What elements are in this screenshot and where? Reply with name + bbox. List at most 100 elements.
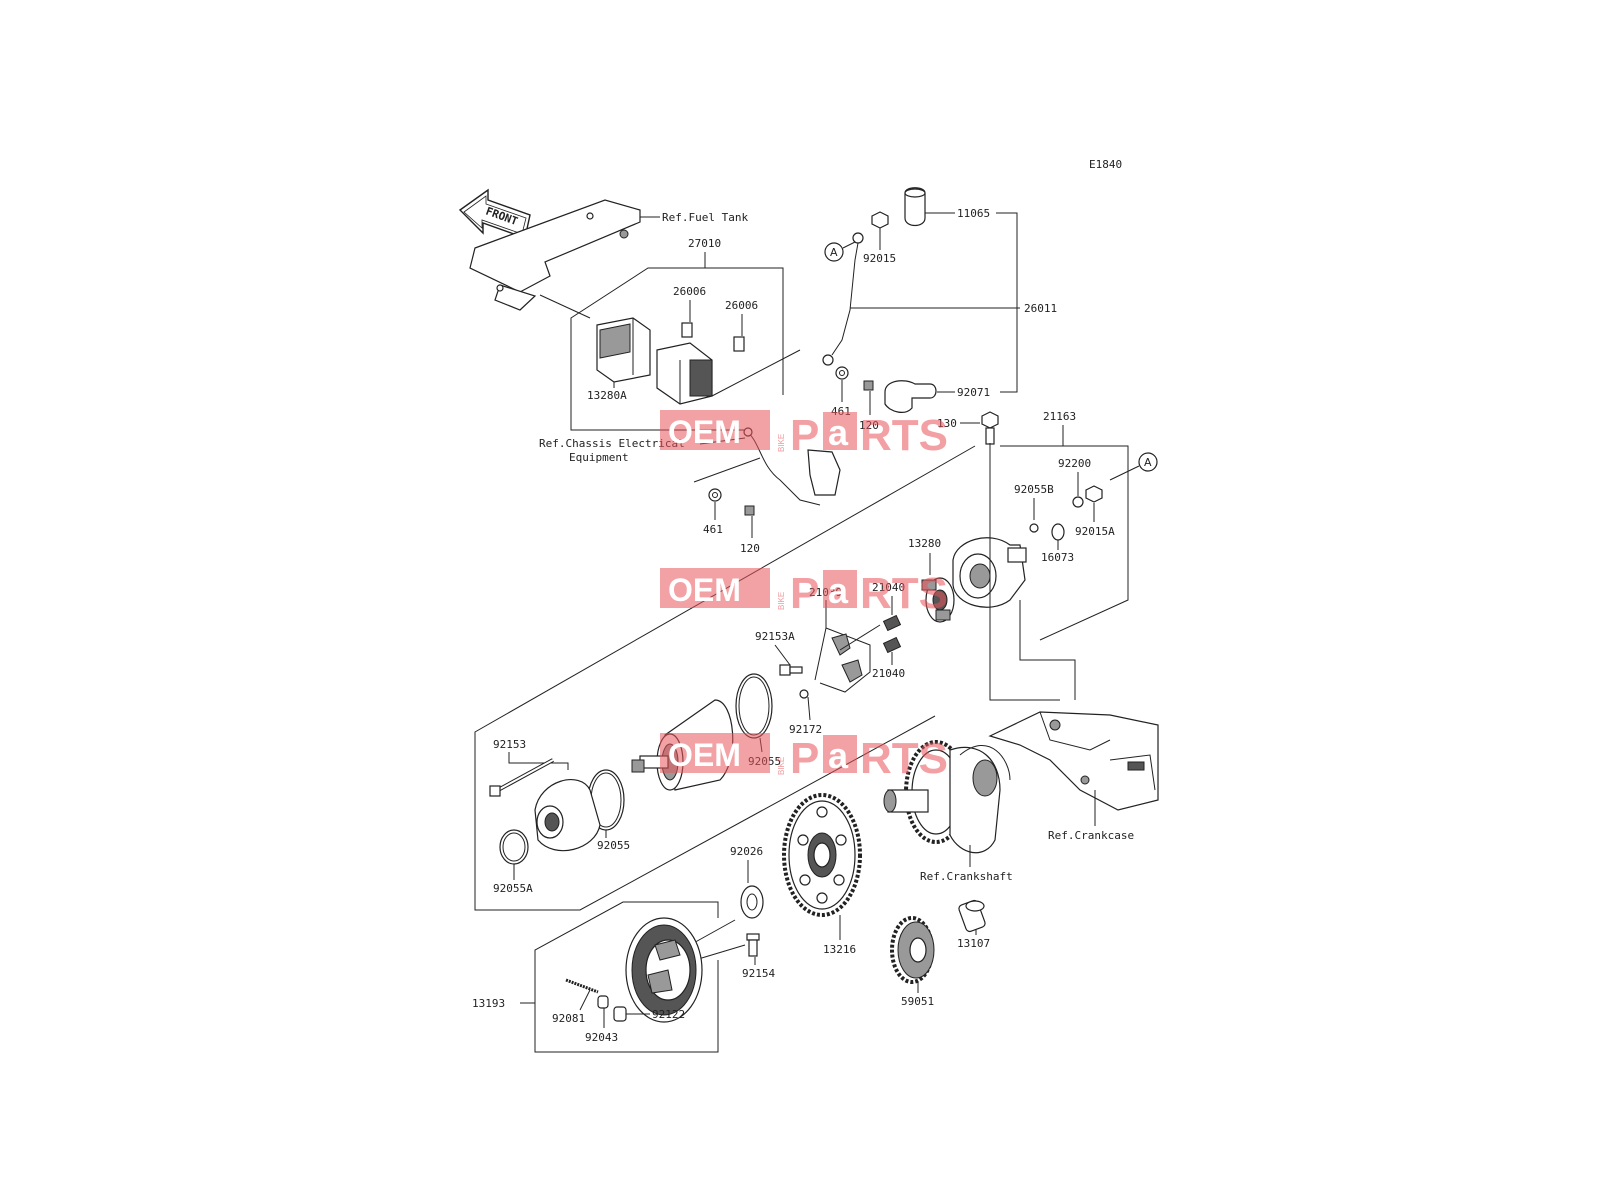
ref-chassis-line1: Ref.Chassis Electrical — [539, 437, 685, 450]
seal-16073 — [1051, 523, 1065, 541]
svg-text:RTS: RTS — [860, 411, 948, 460]
callout-a-right — [1138, 452, 1158, 472]
nut-92015a — [1085, 485, 1103, 503]
watermark-2: OEM BIKE P a RTS — [660, 568, 948, 618]
terminal-boot-11065 — [904, 187, 926, 227]
long-bolt-92153 — [489, 758, 554, 797]
sleeve-13107 — [958, 899, 986, 933]
ref-fuel-tank: Ref.Fuel Tank — [662, 211, 748, 224]
pin-92043 — [597, 995, 609, 1009]
label-130: 130 — [937, 417, 957, 430]
nut-461-a — [835, 366, 849, 380]
label-13193: 13193 — [472, 997, 505, 1010]
callout-a-top — [824, 242, 844, 262]
fuel-tank-bracket — [469, 199, 641, 311]
svg-text:a: a — [828, 735, 849, 776]
label-92081: 92081 — [552, 1012, 585, 1025]
label-21040-a: 21040 — [872, 581, 905, 594]
crankcase — [988, 711, 1159, 811]
terminal-boot-92071 — [884, 380, 937, 413]
label-21040-b: 21040 — [872, 667, 905, 680]
svg-text:OEM: OEM — [668, 737, 741, 773]
fuse-26006-b — [733, 336, 745, 352]
label-92055B: 92055B — [1014, 483, 1054, 496]
label-120-a: 120 — [859, 419, 879, 432]
nut-461-b — [708, 488, 722, 502]
starter-front-cover — [534, 779, 601, 852]
screw-92153a — [779, 664, 803, 676]
screw-92172 — [799, 689, 809, 699]
label-92071: 92071 — [957, 386, 990, 399]
svg-text:BIKE: BIKE — [777, 592, 786, 610]
label-92026: 92026 — [730, 845, 763, 858]
bolt-92154 — [746, 933, 760, 957]
starter-relay-13280a — [596, 317, 651, 383]
label-59051: 59051 — [901, 995, 934, 1008]
one-way-clutch-13193 — [625, 917, 703, 1023]
svg-text:P: P — [790, 411, 819, 460]
label-92200: 92200 — [1058, 457, 1091, 470]
ref-crankcase: Ref.Crankcase — [1048, 829, 1134, 842]
label-92055-b: 92055 — [597, 839, 630, 852]
watermark-3: OEM BIKE P a RTS — [660, 733, 948, 783]
svg-text:RTS: RTS — [860, 734, 948, 783]
cap-92122 — [613, 1006, 627, 1022]
bolt-120-a — [863, 380, 874, 391]
fuse-26006-a — [681, 322, 693, 338]
o-ring-92055b — [1029, 523, 1039, 533]
label-92015: 92015 — [863, 252, 896, 265]
label-21163: 21163 — [1043, 410, 1076, 423]
label-26006-b: 26006 — [725, 299, 758, 312]
label-11065: 11065 — [957, 207, 990, 220]
label-461-b: 461 — [703, 523, 723, 536]
label-27010: 27010 — [688, 237, 721, 250]
label-92122: 92122 — [652, 1008, 685, 1021]
brush-holder-13280 — [921, 577, 955, 623]
nut-92015 — [871, 211, 889, 229]
spring-21040-b — [882, 636, 902, 654]
svg-text:P: P — [790, 734, 819, 783]
label-92055A: 92055A — [493, 882, 533, 895]
svg-text:P: P — [790, 569, 819, 618]
idle-gear-59051 — [890, 916, 935, 984]
label-92015A: 92015A — [1075, 525, 1115, 538]
label-92154: 92154 — [742, 967, 775, 980]
label-26006-a: 26006 — [673, 285, 706, 298]
label-120-b: 120 — [740, 542, 760, 555]
label-26011: 26011 — [1024, 302, 1057, 315]
bolt-130 — [981, 411, 999, 445]
crankshaft — [883, 740, 1011, 854]
diagram-code: E1840 — [1089, 158, 1122, 171]
starter-relay-unit — [656, 342, 713, 405]
o-ring-92055a — [499, 829, 529, 865]
front-arrow-icon: FRONT — [458, 188, 531, 239]
svg-text:BIKE: BIKE — [777, 757, 786, 775]
label-13280A: 13280A — [587, 389, 627, 402]
svg-text:BIKE: BIKE — [777, 434, 786, 452]
starter-cable-26011 — [822, 232, 864, 366]
svg-text:OEM: OEM — [668, 572, 741, 608]
washer-92200 — [1072, 496, 1084, 508]
o-ring-92055-a — [735, 673, 773, 739]
washer-92026 — [740, 885, 764, 919]
label-13216: 13216 — [823, 943, 856, 956]
watermark-1: OEM BIKE P a RTS — [660, 410, 948, 460]
bolt-120-b — [744, 505, 755, 516]
label-92172: 92172 — [789, 723, 822, 736]
ref-crankshaft: Ref.Crankshaft — [920, 870, 1013, 883]
label-92043: 92043 — [585, 1031, 618, 1044]
svg-text:a: a — [828, 570, 849, 611]
starter-clutch-gear-13216 — [782, 793, 862, 917]
spring-21040-a — [882, 614, 902, 632]
brush-plate-21039 — [831, 624, 881, 683]
starter-end-cover — [952, 537, 1027, 608]
label-13280: 13280 — [908, 537, 941, 550]
svg-text:OEM: OEM — [668, 414, 741, 450]
label-13107: 13107 — [957, 937, 990, 950]
svg-text:A: A — [1144, 456, 1152, 469]
ref-chassis-line2: Equipment — [569, 451, 629, 464]
svg-text:A: A — [830, 246, 838, 259]
label-16073: 16073 — [1041, 551, 1074, 564]
label-92153: 92153 — [493, 738, 526, 751]
